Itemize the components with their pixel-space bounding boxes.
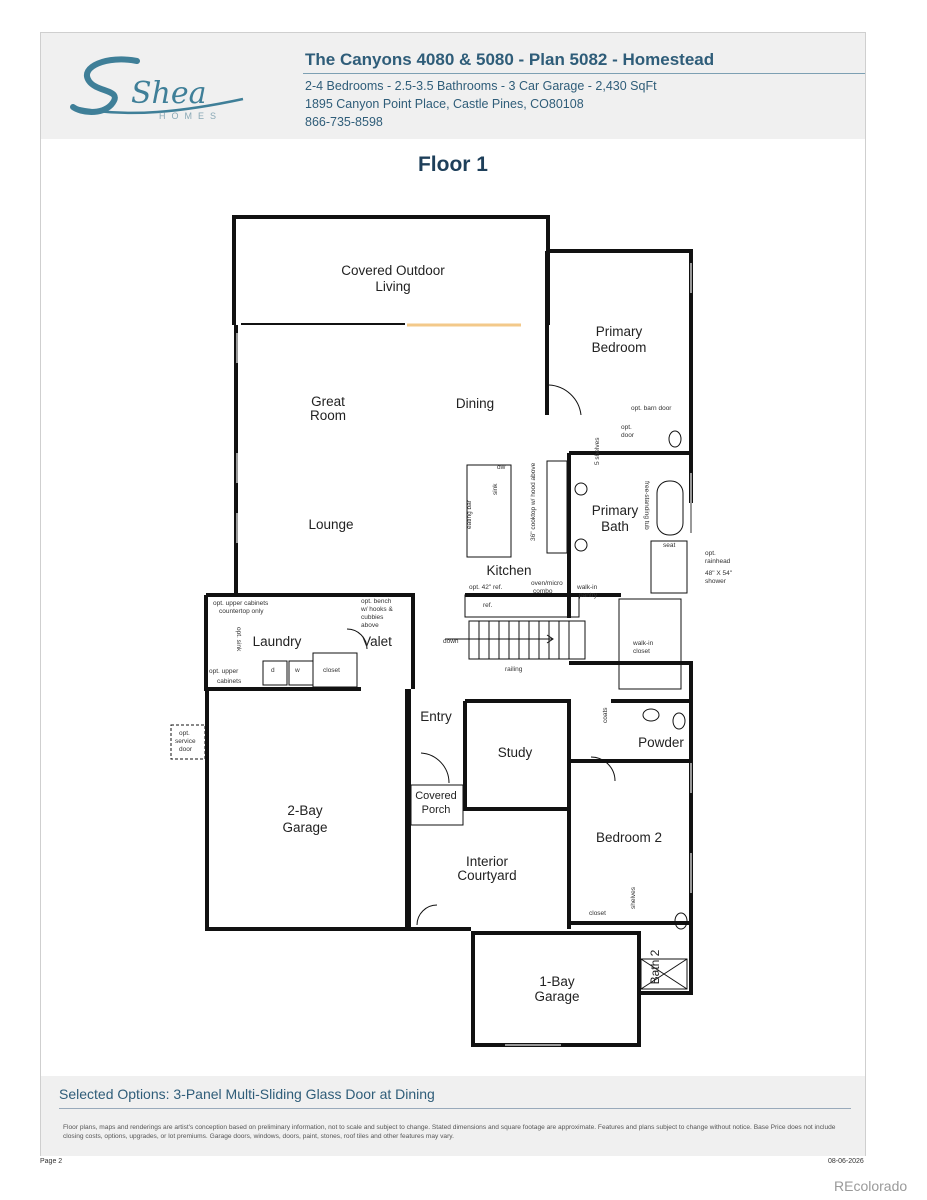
note-railing: railing xyxy=(505,666,523,673)
note-service-3: door xyxy=(179,746,193,753)
label-courtyard-1: Interior xyxy=(466,854,509,869)
wall-laundry xyxy=(206,593,415,689)
note-ref-42: opt. 42" ref. xyxy=(469,584,503,591)
watermark: REcolorado xyxy=(834,1178,908,1194)
note-washer: w xyxy=(294,667,300,674)
note-seat: seat xyxy=(663,542,675,549)
label-bath-2: Bath 2 xyxy=(648,949,662,984)
note-down: down xyxy=(443,638,459,645)
note-opt-door-2: door xyxy=(621,432,635,439)
document-date: 08-06-2026 xyxy=(828,1158,864,1165)
wall-bedroom2 xyxy=(569,661,693,925)
note-service-1: opt. xyxy=(179,730,190,737)
note-sink: sink xyxy=(492,483,499,495)
plan-phone: 866-735-8598 xyxy=(305,115,383,129)
disclaimer-text: Floor plans, maps and renderings are art… xyxy=(63,1124,836,1140)
label-kitchen: Kitchen xyxy=(486,563,531,578)
note-shelves: 5 shelves xyxy=(594,437,601,465)
plan-title: The Canyons 4080 & 5080 - Plan 5082 - Ho… xyxy=(305,50,715,69)
logo-homes-text: HOMES xyxy=(159,111,222,121)
note-upper-cabinets-1: opt. upper cabinets xyxy=(213,600,269,607)
note-eating-bar: eating bar xyxy=(466,499,473,529)
note-bench-1: opt. bench xyxy=(361,598,392,605)
note-shower-1: 48" X 54" xyxy=(705,570,733,577)
note-coats: coats xyxy=(602,707,609,723)
note-cooktop: 36" cooktop w/ hood above xyxy=(530,462,537,541)
wall-entry xyxy=(407,689,471,931)
header-band xyxy=(41,33,865,139)
note-rainhead-2: rainhead xyxy=(705,558,731,565)
label-garage-2bay-1: 2-Bay xyxy=(287,803,323,818)
note-oven-1: oven/micro xyxy=(531,580,563,587)
note-barn-door: opt. barn door xyxy=(631,405,672,412)
note-ref: ref. xyxy=(483,602,493,609)
label-garage-1bay-1: 1-Bay xyxy=(539,974,575,989)
footer-band xyxy=(41,1076,865,1156)
note-closet-bedroom2: closet xyxy=(589,910,606,917)
note-dw: dw xyxy=(497,464,506,471)
label-great-room-2: Room xyxy=(310,408,346,423)
wall-study xyxy=(465,699,571,809)
label-laundry: Laundry xyxy=(253,634,302,649)
note-dryer: d xyxy=(271,667,275,674)
wall-covered-outdoor xyxy=(232,215,550,325)
note-shelves-bath2: shelves xyxy=(630,886,637,909)
note-bench-3: cubbies xyxy=(361,614,384,621)
label-dining: Dining xyxy=(456,396,494,411)
floor-plan-sheet: Shea HOMES The Canyons 4080 & 5080 - Pla… xyxy=(40,32,866,1156)
label-entry: Entry xyxy=(420,709,452,724)
shea-homes-logo: Shea HOMES xyxy=(70,56,244,121)
plan-address: 1895 Canyon Point Place, Castle Pines, C… xyxy=(305,97,584,111)
label-powder: Powder xyxy=(638,735,684,750)
label-covered-porch-2: Porch xyxy=(422,804,451,816)
note-closet: closet xyxy=(323,667,340,674)
label-bedroom-2: Bedroom 2 xyxy=(596,830,662,845)
note-bench-2: w/ hooks & xyxy=(360,606,393,613)
label-primary-bedroom-1: Primary xyxy=(596,324,643,339)
wall-garage-1bay xyxy=(471,931,641,1047)
header-divider xyxy=(303,73,865,74)
logo-script-text: Shea xyxy=(131,76,207,111)
label-primary-bath-1: Primary xyxy=(592,503,639,518)
note-bench-4: above xyxy=(361,622,379,629)
label-lounge: Lounge xyxy=(308,517,353,532)
label-covered-porch-1: Covered xyxy=(415,790,457,802)
note-shower-2: shower xyxy=(705,578,727,585)
note-rainhead-1: opt. xyxy=(705,550,716,557)
floor-plan-drawing: Covered Outdoor Living Primary Bedroom G… xyxy=(170,215,733,1047)
note-upper-cabinets2-2: cabinets xyxy=(217,678,242,685)
label-garage-1bay-2: Garage xyxy=(534,989,579,1004)
note-walkin-closet-2: closet xyxy=(633,648,650,655)
note-freestanding-tub: free-standing tub xyxy=(643,481,650,530)
label-primary-bedroom-2: Bedroom xyxy=(592,340,647,355)
label-great-room-1: Great xyxy=(311,394,345,409)
label-courtyard-2: Courtyard xyxy=(457,868,516,883)
label-study: Study xyxy=(498,745,533,760)
wall-laundry-west xyxy=(204,595,361,691)
wall-garage-2bay xyxy=(205,689,409,931)
footer-divider xyxy=(59,1108,851,1109)
note-oven-2: combo xyxy=(533,588,553,595)
wall-primary-bedroom xyxy=(547,249,693,503)
page-number: Page 2 xyxy=(40,1158,63,1165)
note-walkin-pantry-2: pantry xyxy=(579,592,598,599)
note-opt-door-1: opt. xyxy=(621,424,632,431)
label-covered-outdoor-1: Covered Outdoor xyxy=(341,263,445,278)
plan-specs: 2-4 Bedrooms - 2.5-3.5 Bathrooms - 3 Car… xyxy=(305,79,657,93)
wall-study-south xyxy=(463,701,569,811)
note-service-2: service xyxy=(175,738,196,745)
note-walkin-closet-1: walk-in xyxy=(632,640,654,647)
selected-options: Selected Options: 3-Panel Multi-Sliding … xyxy=(59,1086,435,1102)
note-upper-cabinets2-1: opt. upper xyxy=(209,668,239,675)
label-covered-outdoor-2: Living xyxy=(375,279,410,294)
note-walkin-pantry-1: walk-in xyxy=(576,584,598,591)
note-upper-cabinets-2: countertop only xyxy=(219,608,264,615)
label-valet: Valet xyxy=(362,634,392,649)
floor-title: Floor 1 xyxy=(417,153,488,176)
wall-bath2 xyxy=(637,921,693,995)
label-primary-bath-2: Bath xyxy=(601,519,629,534)
note-opt-sink: opt. sink xyxy=(235,627,242,652)
label-garage-2bay-2: Garage xyxy=(282,820,327,835)
